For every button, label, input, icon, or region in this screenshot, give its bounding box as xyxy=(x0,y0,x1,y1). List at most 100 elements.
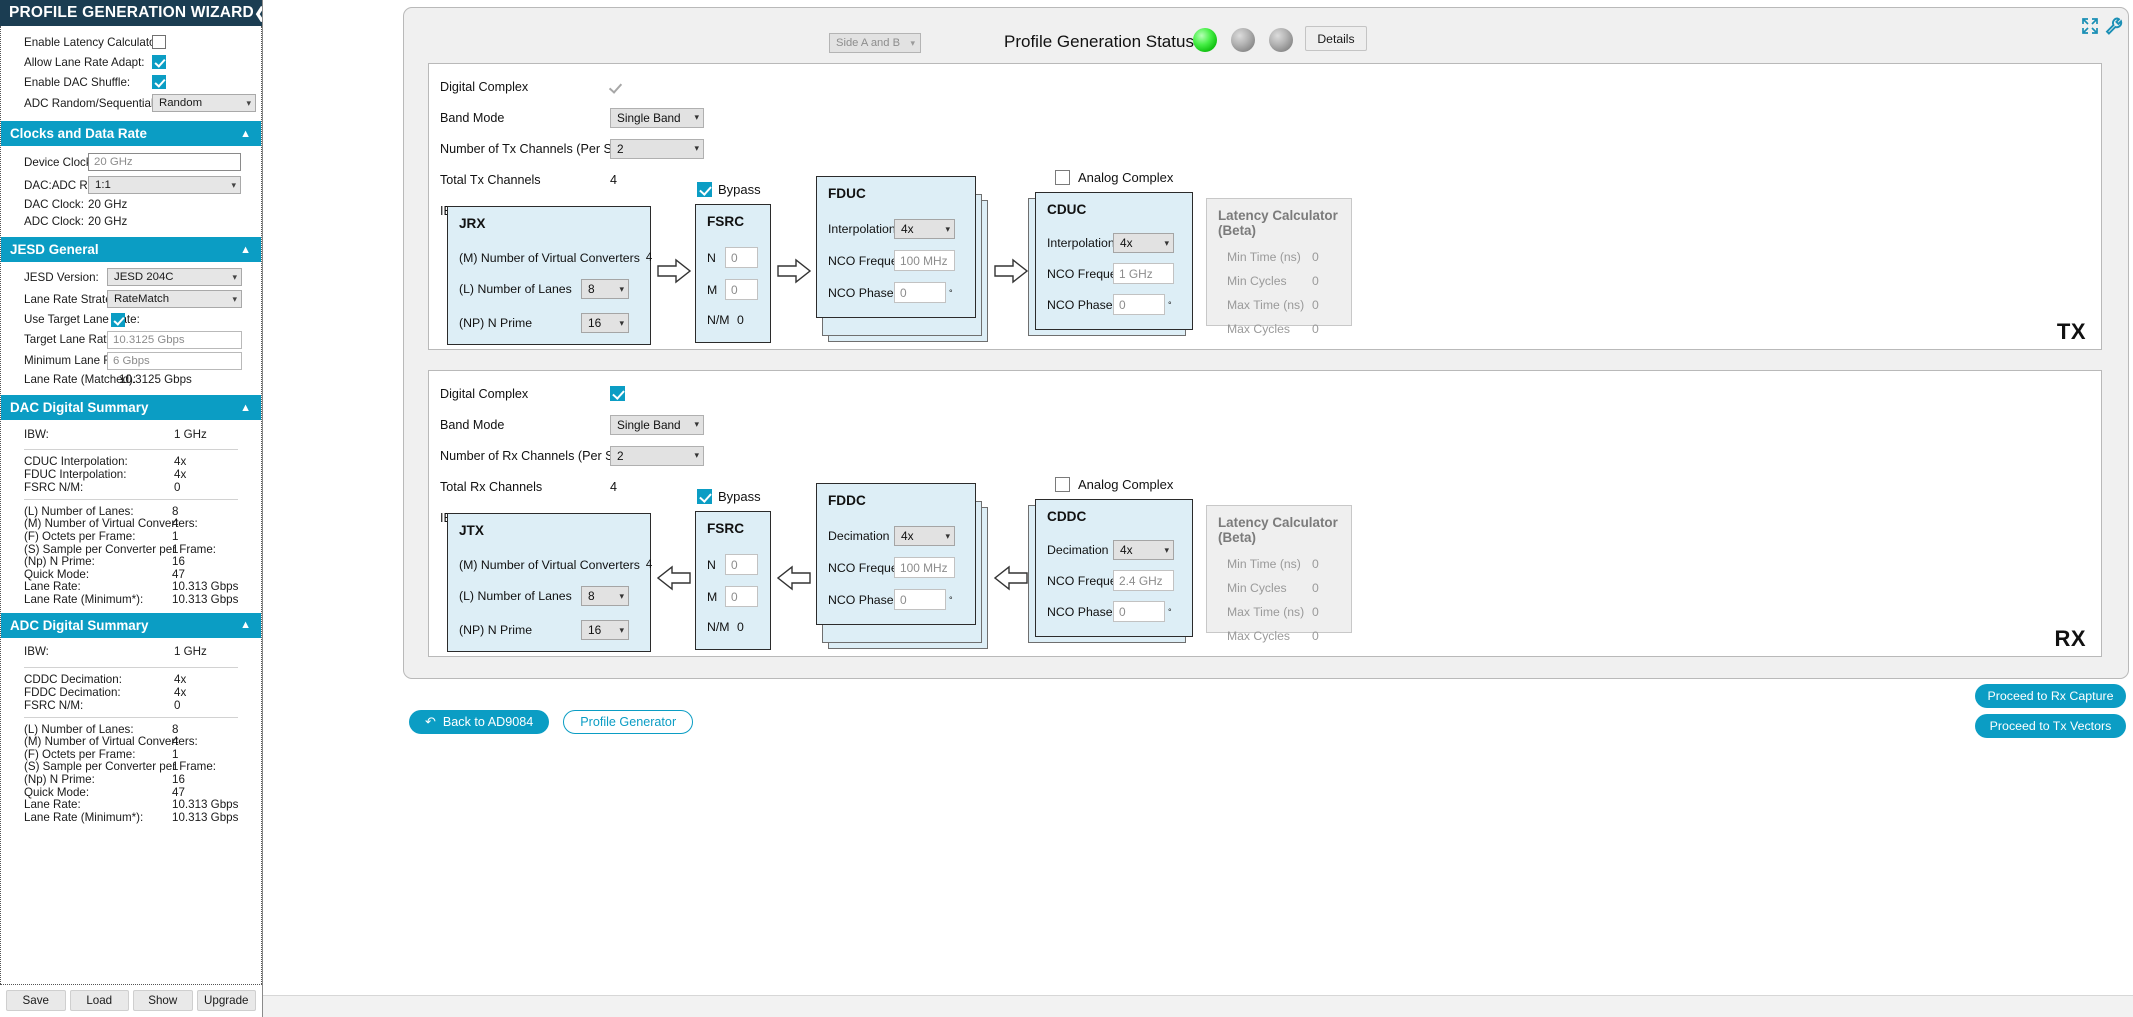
field-jesd-version[interactable]: JESD Version: JESD 204C ▾ xyxy=(1,266,261,288)
rx-cddc-nco-phases-input[interactable]: 0 xyxy=(1113,601,1165,622)
upgrade-button[interactable]: Upgrade xyxy=(196,990,256,1011)
tx-cduc-nco-phase-row[interactable]: NCO Phases 0 ° xyxy=(1036,294,1192,315)
tx-channels-select[interactable]: 2 ▾ xyxy=(610,138,704,159)
chevron-left-icon[interactable]: ❮ xyxy=(254,4,262,22)
tx-digital-complex-row[interactable]: Digital Complex xyxy=(440,75,730,98)
field-use-target-lane-rate[interactable]: Use Target Lane Rate: xyxy=(24,312,140,327)
rx-fddc-nco-phases-input[interactable]: 0 xyxy=(894,589,946,610)
tx-analog-complex-row[interactable]: Analog Complex xyxy=(1055,170,1173,185)
jesd-version-select[interactable]: JESD 204C ▾ xyxy=(107,268,242,286)
tx-fduc-interpolation-select[interactable]: 4x ▾ xyxy=(894,219,955,239)
jrx-lanes-select[interactable]: 8 ▾ xyxy=(581,279,629,299)
jtx-lanes-select[interactable]: 8 ▾ xyxy=(581,586,629,606)
rx-fddc-decim-row[interactable]: Decimation 4x ▾ xyxy=(817,526,975,546)
rx-analog-complex-row[interactable]: Analog Complex xyxy=(1055,477,1173,492)
rx-channels-row[interactable]: Number of Rx Channels (Per Side) 2 ▾ xyxy=(440,444,730,467)
option-row-adc-random-sequential[interactable]: ADC Random/Sequential: Random ▾ xyxy=(1,92,261,114)
jtx-nprime-select[interactable]: 16 ▾ xyxy=(581,620,629,640)
tx-fsrc-n-input[interactable]: 0 xyxy=(725,247,758,268)
rx-fddc-nco-freq-row[interactable]: NCO Frequency 100 MHz xyxy=(817,557,975,578)
rx-fddc-decimation-select[interactable]: 4x ▾ xyxy=(894,526,955,546)
dac-adc-ratio-select[interactable]: 1:1 ▾ xyxy=(88,176,241,194)
rx-fsrc-n-input[interactable]: 0 xyxy=(725,554,758,575)
rx-digital-complex-row[interactable]: Digital Complex xyxy=(440,382,730,405)
tx-fduc-interp-row[interactable]: Interpolation 4x ▾ xyxy=(817,219,975,239)
minimum-lane-rate-input[interactable]: 6 Gbps xyxy=(107,351,242,370)
tx-fduc-nco-freq-row[interactable]: NCO Frequency 100 MHz xyxy=(817,250,975,271)
rx-cddc-decimation-select[interactable]: 4x ▾ xyxy=(1113,540,1174,560)
jtx-l-row[interactable]: (L) Number of Lanes 8 ▾ xyxy=(448,586,650,606)
tx-bypass-checkbox[interactable] xyxy=(697,182,712,197)
rx-bypass-row[interactable]: Bypass xyxy=(697,489,761,504)
adc-random-sequential-select[interactable]: Random ▾ xyxy=(152,94,256,112)
sidebar-section-clocks-and-data-rate[interactable]: Clocks and Data Rate ▲ xyxy=(1,121,261,146)
details-button[interactable]: Details xyxy=(1305,26,1367,51)
rx-fddc-nco-frequency-input[interactable]: 100 MHz xyxy=(894,557,955,578)
lane-rate-strategy-select[interactable]: RateMatch ▾ xyxy=(107,290,242,308)
rx-fddc-nco-phase-row[interactable]: NCO Phases 0 ° xyxy=(817,589,975,610)
sidebar-scroll-area[interactable]: Enable Latency Calculator: Allow Lane Ra… xyxy=(0,26,262,984)
rx-fsrc-m-input[interactable]: 0 xyxy=(725,586,758,607)
rx-fsrc-n-row[interactable]: N 0 xyxy=(696,554,770,575)
tx-band-mode-row[interactable]: Band Mode Single Band ▾ xyxy=(440,106,730,129)
tx-fsrc-m-row[interactable]: M 0 xyxy=(696,279,770,300)
sidebar-section-dac-digital-summary[interactable]: DAC Digital Summary ▲ xyxy=(1,395,261,420)
rx-cddc-nco-freq-row[interactable]: NCO Frequency 2.4 GHz xyxy=(1036,570,1192,591)
jtx-np-row[interactable]: (NP) N Prime 16 ▾ xyxy=(448,620,650,640)
tx-cduc-nco-frequency-input[interactable]: 1 GHz xyxy=(1113,263,1174,284)
rx-digital-complex-checkbox[interactable] xyxy=(610,386,625,401)
rx-band-mode-select[interactable]: Single Band ▾ xyxy=(610,414,704,435)
expand-arrows-icon[interactable] xyxy=(2080,16,2100,36)
target-lane-rate-input[interactable]: 10.3125 Gbps xyxy=(107,330,242,349)
tx-fsrc-m-input[interactable]: 0 xyxy=(725,279,758,300)
tx-cduc-interp-row[interactable]: Interpolation 4x ▾ xyxy=(1036,233,1192,253)
rx-channels-select[interactable]: 2 ▾ xyxy=(610,445,704,466)
rx-bypass-checkbox[interactable] xyxy=(697,489,712,504)
back-to-ad9084-button[interactable]: ↶ Back to AD9084 xyxy=(409,710,550,734)
use-target-lane-rate-checkbox[interactable] xyxy=(111,312,125,327)
tx-bypass-row[interactable]: Bypass xyxy=(697,182,761,197)
rx-cddc-decim-row[interactable]: Decimation 4x ▾ xyxy=(1036,540,1192,560)
rx-analog-complex-checkbox[interactable] xyxy=(1055,477,1070,492)
tx-cduc-nco-phases-input[interactable]: 0 xyxy=(1113,294,1165,315)
rx-cddc-nco-frequency-input[interactable]: 2.4 GHz xyxy=(1113,570,1174,591)
option-row-allow-lane-rate-adapt[interactable]: Allow Lane Rate Adapt: xyxy=(1,52,261,72)
tx-cduc-nco-freq-row[interactable]: NCO Frequency 1 GHz xyxy=(1036,263,1192,284)
device-clock-input[interactable]: 20 GHz xyxy=(88,153,241,171)
sidebar-section-jesd-general[interactable]: JESD General ▲ xyxy=(1,237,261,262)
field-lane-rate-strategy[interactable]: Lane Rate Strategy: RateMatch ▾ xyxy=(1,288,261,310)
tx-fduc-nco-frequency-input[interactable]: 100 MHz xyxy=(894,250,955,271)
tx-analog-complex-checkbox[interactable] xyxy=(1055,170,1070,185)
rx-fsrc-m-row[interactable]: M 0 xyxy=(696,586,770,607)
wrench-icon[interactable] xyxy=(2104,16,2124,36)
tx-digital-complex-checkbox[interactable] xyxy=(610,81,624,92)
allow-lane-rate-adapt-checkbox[interactable] xyxy=(152,55,166,69)
field-device-clock[interactable]: Device Clock: 20 GHz xyxy=(1,150,261,174)
jrx-l-row[interactable]: (L) Number of Lanes 8 ▾ xyxy=(448,279,650,299)
field-dac-adc-ratio[interactable]: DAC:ADC Ratio: 1:1 ▾ xyxy=(1,174,261,196)
rx-cddc-nco-phase-row[interactable]: NCO Phases 0 ° xyxy=(1036,601,1192,622)
tx-band-mode-select[interactable]: Single Band ▾ xyxy=(610,107,704,128)
tx-cduc-interpolation-select[interactable]: 4x ▾ xyxy=(1113,233,1174,253)
tx-fduc-nco-phase-row[interactable]: NCO Phases 0 ° xyxy=(817,282,975,303)
tx-fsrc-n-row[interactable]: N 0 xyxy=(696,247,770,268)
side-select[interactable]: Side A and B ▾ xyxy=(829,33,921,53)
show-button[interactable]: Show xyxy=(133,990,193,1011)
sidebar-section-adc-digital-summary[interactable]: ADC Digital Summary ▲ xyxy=(1,612,261,638)
rx-band-mode-row[interactable]: Band Mode Single Band ▾ xyxy=(440,413,730,436)
profile-generator-button[interactable]: Profile Generator xyxy=(563,710,694,734)
enable-latency-calculator-checkbox[interactable] xyxy=(152,35,166,49)
proceed-to-rx-capture-button[interactable]: Proceed to Rx Capture xyxy=(1975,684,2126,708)
field-minimum-lane-rate[interactable]: Minimum Lane Rate: 6 Gbps xyxy=(1,350,261,371)
tx-fduc-nco-phases-input[interactable]: 0 xyxy=(894,282,946,303)
field-target-lane-rate[interactable]: Target Lane Rate: 10.3125 Gbps xyxy=(1,329,261,350)
tx-channels-row[interactable]: Number of Tx Channels (Per Side) 2 ▾ xyxy=(440,137,730,160)
load-button[interactable]: Load xyxy=(69,990,129,1011)
proceed-to-tx-vectors-button[interactable]: Proceed to Tx Vectors xyxy=(1975,714,2126,738)
enable-dac-shuffle-checkbox[interactable] xyxy=(152,75,166,89)
jrx-nprime-select[interactable]: 16 ▾ xyxy=(581,313,629,333)
option-row-enable-dac-shuffle[interactable]: Enable DAC Shuffle: xyxy=(1,72,261,92)
save-button[interactable]: Save xyxy=(6,990,66,1011)
option-row-enable-latency-calculator[interactable]: Enable Latency Calculator: xyxy=(1,32,261,52)
jrx-np-row[interactable]: (NP) N Prime 16 ▾ xyxy=(448,313,650,333)
